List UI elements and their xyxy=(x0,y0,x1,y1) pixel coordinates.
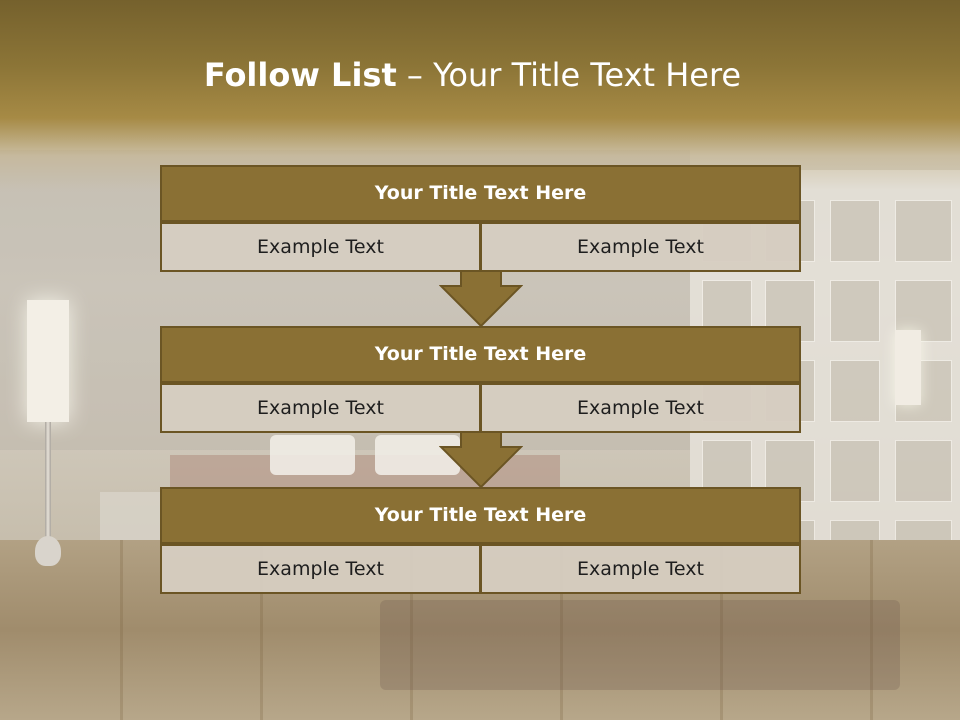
slide-title-rest: – Your Title Text Here xyxy=(396,56,742,94)
block-cell-right[interactable]: Example Text xyxy=(480,544,801,594)
background-pillow xyxy=(270,435,355,475)
block-cell-left[interactable]: Example Text xyxy=(160,383,481,433)
slide-title: Follow List – Your Title Text Here xyxy=(0,54,945,96)
background-rug xyxy=(380,600,900,690)
block-title[interactable]: Your Title Text Here xyxy=(160,487,801,544)
block-cell-right[interactable]: Example Text xyxy=(480,222,801,272)
floor-lamp-stem xyxy=(45,422,51,542)
block-cell-left[interactable]: Example Text xyxy=(160,222,481,272)
block-title[interactable]: Your Title Text Here xyxy=(160,326,801,383)
down-arrow-icon xyxy=(439,270,523,328)
block-cell-left[interactable]: Example Text xyxy=(160,544,481,594)
slide-title-bold: Follow List xyxy=(203,56,397,94)
block-title[interactable]: Your Title Text Here xyxy=(160,165,801,222)
floor-lamp-shade xyxy=(27,300,69,422)
block-cell-right[interactable]: Example Text xyxy=(480,383,801,433)
wall-lamp xyxy=(895,330,921,405)
down-arrow-icon xyxy=(439,431,523,489)
header-band xyxy=(0,0,960,190)
floor-lamp-base xyxy=(35,536,61,566)
background-pillow xyxy=(375,435,460,475)
